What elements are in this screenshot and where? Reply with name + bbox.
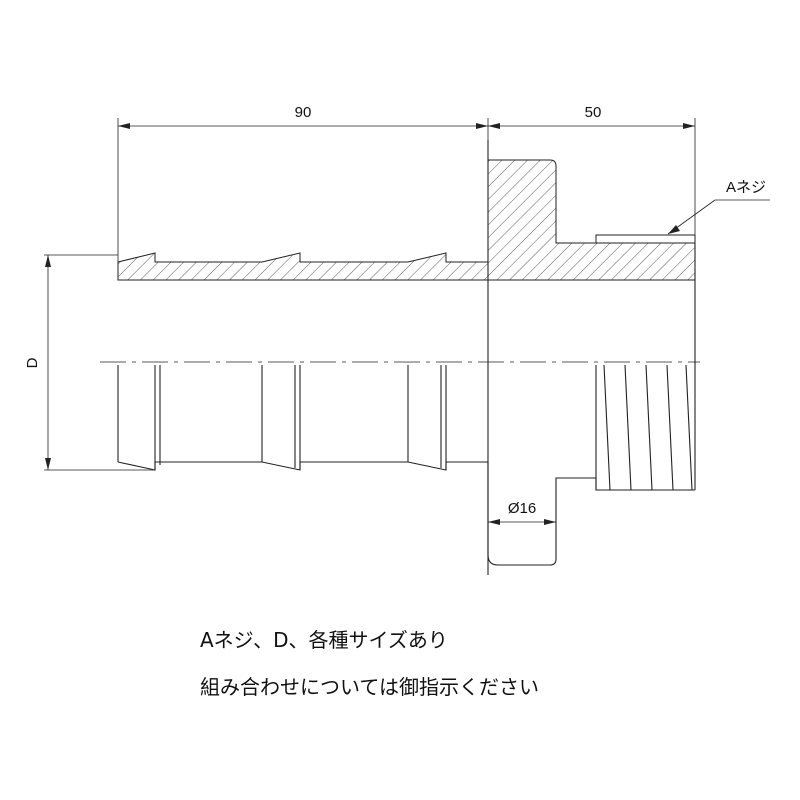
dim-length-right: 50 — [585, 104, 602, 121]
dim-length-left: 90 — [295, 104, 312, 121]
note-line-1: Aネジ、D、各種サイズあり — [200, 628, 448, 652]
note-line-2: 組み合わせについては御指示ください — [200, 675, 539, 699]
section-hatching — [117, 159, 696, 281]
flange-section — [487, 159, 696, 281]
dim-bore: Ø16 — [508, 500, 536, 517]
thread-crest — [595, 234, 696, 244]
thread-label: Aネジ — [726, 179, 766, 196]
dimension-lines — [44, 118, 770, 525]
dim-diameter-label: D — [24, 357, 41, 368]
part-outline — [117, 140, 696, 575]
barb-wall-section — [117, 252, 489, 281]
